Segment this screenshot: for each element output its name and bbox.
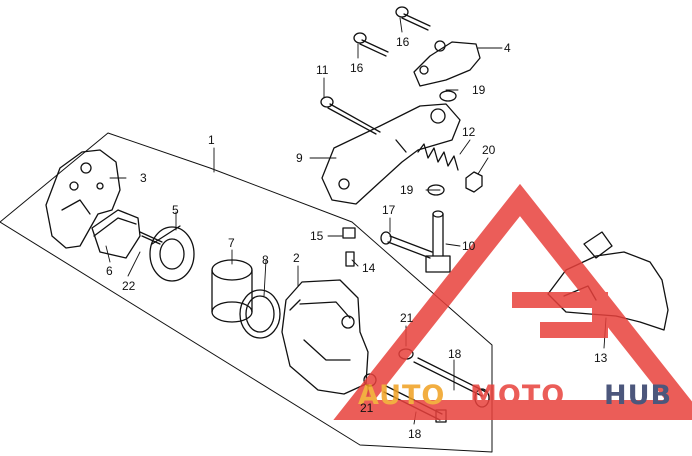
nut (465, 171, 483, 193)
callout-19a: 19 (472, 83, 486, 97)
callout-20: 20 (482, 143, 496, 157)
callout-5: 5 (172, 203, 179, 217)
bolt-16-a (395, 6, 431, 31)
callout-9: 9 (296, 151, 303, 165)
piston (211, 259, 253, 323)
callout-3: 3 (140, 171, 147, 185)
callout-labels: 1 2 3 4 5 6 7 8 9 10 11 12 13 14 15 16 1… (106, 35, 608, 441)
callout-18a: 18 (448, 347, 462, 361)
callout-13: 13 (594, 351, 608, 365)
bleed-valve (342, 227, 356, 267)
pin-bolt-10 (425, 210, 451, 273)
bolt-11 (320, 96, 381, 135)
caliper-bracket (45, 149, 121, 249)
pad-pin (139, 231, 163, 245)
o-ring-upper (439, 90, 457, 102)
callout-7: 7 (228, 236, 235, 250)
callout-22: 22 (122, 279, 136, 293)
callout-16a: 16 (396, 35, 410, 49)
watermark-text-hub: HUB (604, 380, 672, 411)
callout-14: 14 (362, 261, 376, 275)
stopper-plate (413, 40, 481, 87)
callout-21b: 21 (360, 401, 374, 415)
callout-18b: 18 (408, 427, 422, 441)
bolt-17 (380, 231, 433, 259)
watermark-text-auto: AUTO (358, 380, 445, 411)
brake-pad (91, 209, 141, 259)
callout-4: 4 (504, 41, 511, 55)
callout-19b: 19 (400, 183, 414, 197)
assembly-bracket-outline (0, 132, 493, 453)
callout-6: 6 (106, 264, 113, 278)
caliper-body (281, 279, 369, 395)
callout-16b: 16 (350, 61, 364, 75)
callout-8: 8 (262, 253, 269, 267)
spring (417, 143, 459, 171)
piston-seal (239, 289, 281, 339)
callout-1: 1 (208, 133, 215, 147)
callout-2: 2 (293, 251, 300, 265)
callout-11: 11 (316, 63, 329, 77)
piston-ring (149, 225, 195, 282)
callout-10: 10 (462, 239, 476, 253)
callout-21a: 21 (400, 311, 414, 325)
watermark-text-moto: MOTO (470, 380, 565, 411)
bolt-16-b (353, 32, 389, 57)
torque-arm (321, 103, 461, 205)
callout-15: 15 (310, 229, 324, 243)
watermark-logo: AUTO MOTO HUB (333, 183, 692, 420)
callout-17: 17 (382, 203, 396, 217)
callout-12: 12 (462, 125, 476, 139)
